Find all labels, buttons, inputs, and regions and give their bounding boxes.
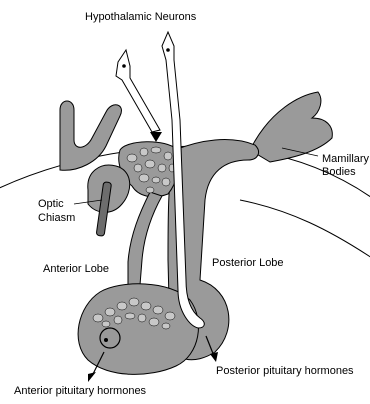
hypothalamic-neuron-1 [116, 50, 160, 132]
optic-nerve [60, 101, 121, 170]
label-optic-1: Optic [38, 198, 64, 210]
label-anterior-hormones: Anterior pituitary hormones [14, 385, 147, 397]
anterior-secretory-cell [100, 328, 120, 348]
neuron-1-arrow [150, 132, 162, 142]
mamillary-bodies [250, 92, 332, 162]
anterior-cell-nucleus [104, 338, 108, 342]
label-posterior-lobe: Posterior Lobe [212, 257, 284, 269]
label-posterior-hormones: Posterior pituitary hormones [216, 365, 354, 377]
infundibular-stalk [128, 192, 162, 285]
label-hypothalamic-neurons: Hypothalamic Neurons [85, 11, 197, 23]
brain-lower-arc [240, 200, 370, 260]
label-mamillary-2: Bodies [322, 166, 356, 178]
neuron-1-nucleus [122, 64, 126, 68]
label-mamillary-1: Mamillary [322, 153, 370, 165]
neuron-2-nucleus [166, 48, 170, 52]
label-optic-2: Chiasm [38, 212, 75, 224]
label-anterior-lobe: Anterior Lobe [43, 263, 109, 275]
